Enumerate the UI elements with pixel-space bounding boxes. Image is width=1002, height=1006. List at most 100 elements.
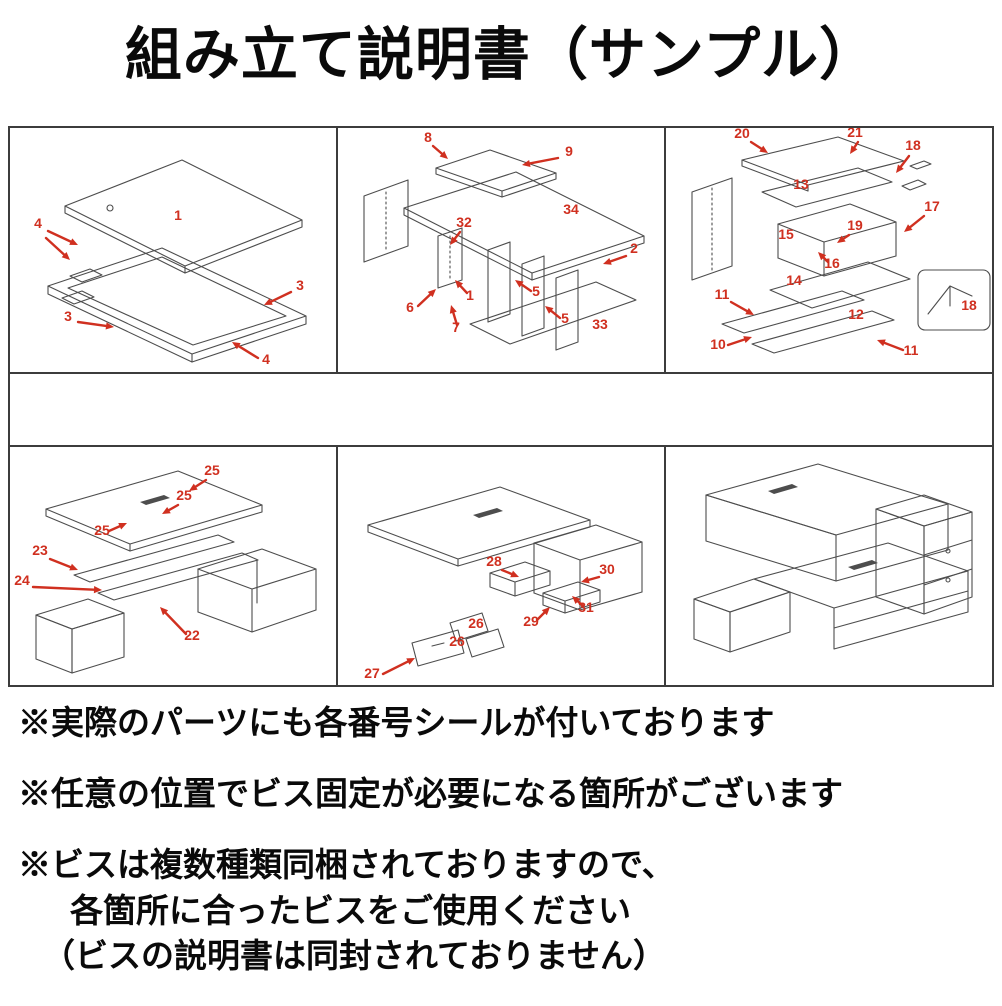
line-art — [363, 149, 645, 351]
part-number-label: 18 — [905, 137, 921, 153]
pointer-arrowhead — [850, 145, 858, 154]
part-number-label: 10 — [710, 336, 726, 352]
part-number-label: 23 — [32, 542, 48, 558]
pointer-arrow — [48, 557, 72, 569]
part-number-label: 33 — [592, 316, 608, 332]
pointer-arrowhead — [581, 576, 590, 584]
pointer-arrow — [909, 214, 926, 229]
pointer-arrowhead — [69, 238, 78, 245]
pointer-arrowhead — [904, 224, 913, 232]
pointer-arrow — [31, 585, 96, 591]
part-number-label: 28 — [486, 553, 502, 569]
part-number-label: 25 — [204, 462, 220, 478]
part-number-label: 31 — [578, 599, 594, 615]
notes-section: ※実際のパーツにも各番号シールが付いております ※任意の位置でビス固定が必要にな… — [18, 703, 984, 978]
pointer-arrowhead — [232, 342, 241, 350]
pointer-arrowhead — [264, 298, 273, 305]
part-number-label: 8 — [424, 129, 432, 145]
part-number-label: 3 — [64, 308, 72, 324]
pointer-arrowhead — [745, 307, 754, 315]
pointer-arrow — [587, 575, 601, 582]
pointer-arrow — [459, 284, 469, 295]
diagram-panel-6 — [664, 447, 992, 685]
pointer-arrow — [76, 320, 108, 328]
pointer-arrow — [167, 503, 180, 512]
part-number-label: 4 — [262, 351, 270, 367]
note-line-4: 各箇所に合ったビスをご使用ください — [70, 893, 631, 930]
assembly-diagram-6 — [693, 463, 973, 653]
part-number-label: 5 — [532, 283, 540, 299]
pointer-arrowhead — [449, 305, 457, 314]
pointer-arrow — [44, 236, 66, 256]
part-number-label: 29 — [523, 613, 539, 629]
part-number-label: 21 — [847, 128, 863, 140]
pointer-arrowhead — [189, 483, 198, 491]
part-number-label: 9 — [565, 143, 573, 159]
part-number-label: 12 — [848, 306, 864, 322]
part-number-label: 15 — [778, 226, 794, 242]
part-number-label: 27 — [364, 665, 380, 681]
part-number-label: 16 — [824, 255, 840, 271]
pointer-arrow — [535, 611, 546, 622]
part-number-label: 7 — [452, 319, 460, 335]
pointer-arrow — [528, 156, 560, 165]
pointer-arrowhead — [837, 235, 846, 243]
pointer-arrow — [237, 344, 260, 360]
pointer-arrow — [107, 525, 121, 533]
line-art — [47, 159, 307, 363]
pointer-arrow — [500, 568, 513, 576]
pointer-arrow — [416, 293, 432, 308]
part-number-label: 22 — [184, 627, 200, 643]
note-line-5: （ビスの説明書は同封されておりません） — [42, 938, 667, 975]
pointer-arrowhead — [105, 322, 114, 330]
pointer-arrow — [749, 140, 763, 150]
pointer-arrow — [726, 338, 746, 347]
pointer-arrowhead — [61, 251, 70, 260]
pointer-arrowhead — [93, 586, 102, 594]
part-number-label: 32 — [456, 214, 472, 230]
note-line-3: ※ビスは複数種類同梱されておりますので、 — [18, 848, 675, 885]
part-number-label: 13 — [793, 176, 809, 192]
part-number-label: 6 — [406, 299, 414, 315]
pointer-arrowhead — [877, 339, 886, 347]
part-number-label: 4 — [34, 215, 42, 231]
pointer-arrowhead — [427, 289, 436, 298]
part-number-label: 26 — [449, 633, 465, 649]
part-number-label: 25 — [94, 522, 110, 538]
pointer-arrowhead — [439, 151, 448, 159]
pointer-arrowhead — [406, 658, 415, 665]
part-number-label: 11 — [904, 342, 919, 358]
pointer-arrowhead — [450, 236, 458, 245]
pointer-arrow — [729, 300, 749, 313]
line-art — [691, 136, 991, 354]
line-art — [693, 463, 973, 653]
pointer-arrow — [609, 254, 628, 263]
note-line-2: ※任意の位置でビス固定が必要になる箇所がございます — [18, 777, 843, 814]
pointer-arrowhead — [515, 280, 524, 288]
pointer-arrowhead — [510, 570, 519, 578]
line-art — [367, 486, 643, 667]
part-number-label: 1 — [174, 207, 182, 223]
grid-spacer — [10, 374, 992, 445]
pointer-arrowhead — [818, 252, 827, 261]
pointer-arrow — [883, 341, 905, 352]
pointer-arrow — [842, 233, 851, 240]
part-number-label: 1 — [466, 287, 474, 303]
part-number-label: 19 — [847, 217, 863, 233]
pointer-arrow — [453, 230, 462, 240]
pointer-arrowhead — [69, 563, 78, 571]
pointer-arrow — [520, 283, 533, 293]
part-number-label: 20 — [734, 128, 750, 141]
pointer-arrowhead — [455, 280, 464, 289]
